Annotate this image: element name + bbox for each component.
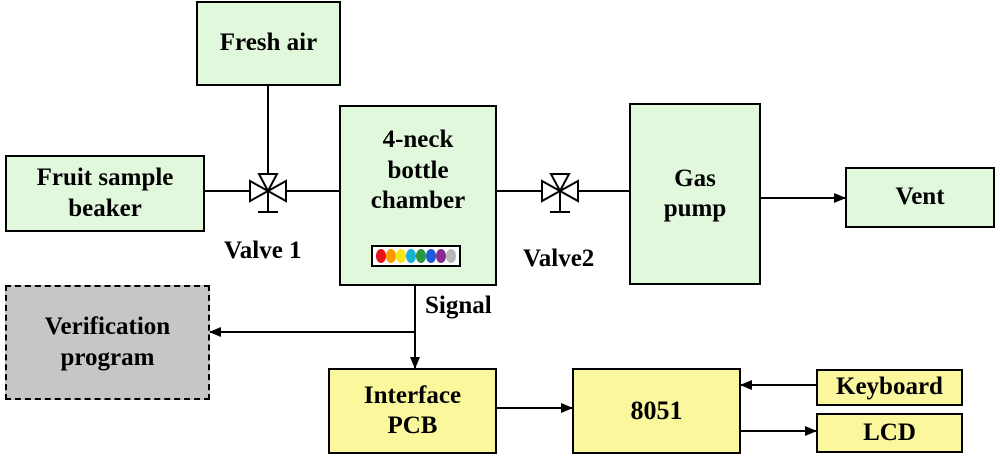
verification-line2: program xyxy=(60,343,155,371)
keyboard-label: Keyboard xyxy=(836,373,943,401)
fresh-air-box: Fresh air xyxy=(196,1,341,86)
sensor-dot xyxy=(426,249,436,263)
fruit-sample-line2: beaker xyxy=(68,194,142,222)
sensor-dot xyxy=(446,249,456,263)
sensor-dot xyxy=(406,249,416,263)
chamber-line2: bottle xyxy=(387,156,449,184)
sensor-dot xyxy=(386,249,396,263)
valve2-label: Valve2 xyxy=(523,245,595,272)
valve1-label: Valve 1 xyxy=(224,237,302,264)
sensor-dot xyxy=(396,249,406,263)
vent-box: Vent xyxy=(845,167,995,228)
verification-line1: Verification xyxy=(44,313,171,340)
sensor-dots xyxy=(376,249,456,263)
interface-pcb-line1: Interface xyxy=(363,381,462,409)
vent-label: Vent xyxy=(895,183,945,211)
signal-label: Signal xyxy=(425,292,492,319)
chamber-line3: chamber xyxy=(370,187,466,214)
gas-pump-line1: Gas xyxy=(674,164,716,192)
gas-pump-box: Gas pump xyxy=(629,103,761,285)
sensor-dot xyxy=(416,249,426,263)
interface-pcb-line2: PCB xyxy=(387,412,438,439)
mcu-8051-label: 8051 xyxy=(630,396,683,426)
fruit-sample-beaker-box: Fruit sample beaker xyxy=(5,155,205,232)
chamber-line1: 4-neck xyxy=(382,126,454,153)
interface-pcb-box: Interface PCB xyxy=(328,368,497,454)
mcu-8051-box: 8051 xyxy=(572,368,741,454)
valve2-symbol xyxy=(541,173,579,213)
fruit-sample-line1: Fruit sample xyxy=(36,164,174,191)
lcd-box: LCD xyxy=(816,413,963,453)
gas-pump-line2: pump xyxy=(663,195,727,222)
sensor-dot xyxy=(436,249,446,263)
sensor-array xyxy=(371,245,461,267)
keyboard-box: Keyboard xyxy=(816,369,963,406)
lcd-label: LCD xyxy=(863,418,916,446)
sensor-dot xyxy=(376,249,386,263)
fresh-air-label: Fresh air xyxy=(219,29,318,57)
valve1-symbol xyxy=(249,173,287,213)
verification-program-box: Verification program xyxy=(5,285,210,400)
